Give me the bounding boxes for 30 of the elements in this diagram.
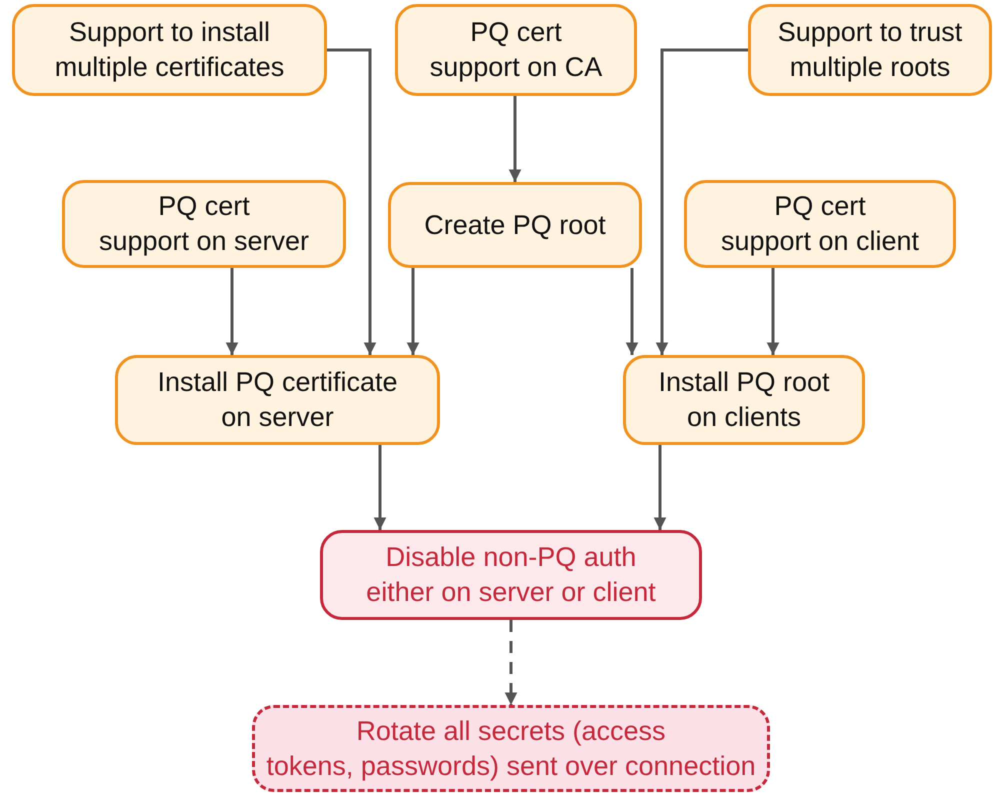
arrow xyxy=(656,48,748,355)
node-label: PQ cert support on client xyxy=(720,190,920,258)
node-label: Rotate all secrets (access tokens, passwords) sent over connection xyxy=(266,714,756,783)
process-box xyxy=(748,4,992,96)
process-box xyxy=(252,705,770,792)
process-box xyxy=(12,4,327,96)
process-box xyxy=(62,180,346,268)
node-label: PQ cert support on server xyxy=(98,190,310,258)
process-box xyxy=(388,182,642,268)
arrow xyxy=(626,268,638,355)
process-box xyxy=(395,4,637,96)
arrow xyxy=(504,620,518,705)
process-box xyxy=(623,355,865,445)
arrow xyxy=(226,268,238,355)
arrow xyxy=(654,445,666,530)
arrow xyxy=(766,268,780,355)
arrow xyxy=(508,96,522,182)
arrow xyxy=(406,268,420,355)
process-box xyxy=(320,530,702,620)
node-label: Install PQ certificate on server xyxy=(157,366,398,434)
node-label: Support to trust multiple roots xyxy=(778,16,962,84)
process-box xyxy=(684,180,956,268)
node-label: PQ cert support on CA xyxy=(430,16,602,84)
node-label: Support to install multiple certificates xyxy=(54,16,284,84)
node-label: Create PQ root xyxy=(424,208,606,242)
arrow xyxy=(374,445,386,530)
node-label: Disable non-PQ auth either on server or client xyxy=(366,541,656,609)
arrow xyxy=(327,48,376,355)
node-label: Install PQ root on clients xyxy=(658,366,830,434)
process-box xyxy=(115,355,440,445)
